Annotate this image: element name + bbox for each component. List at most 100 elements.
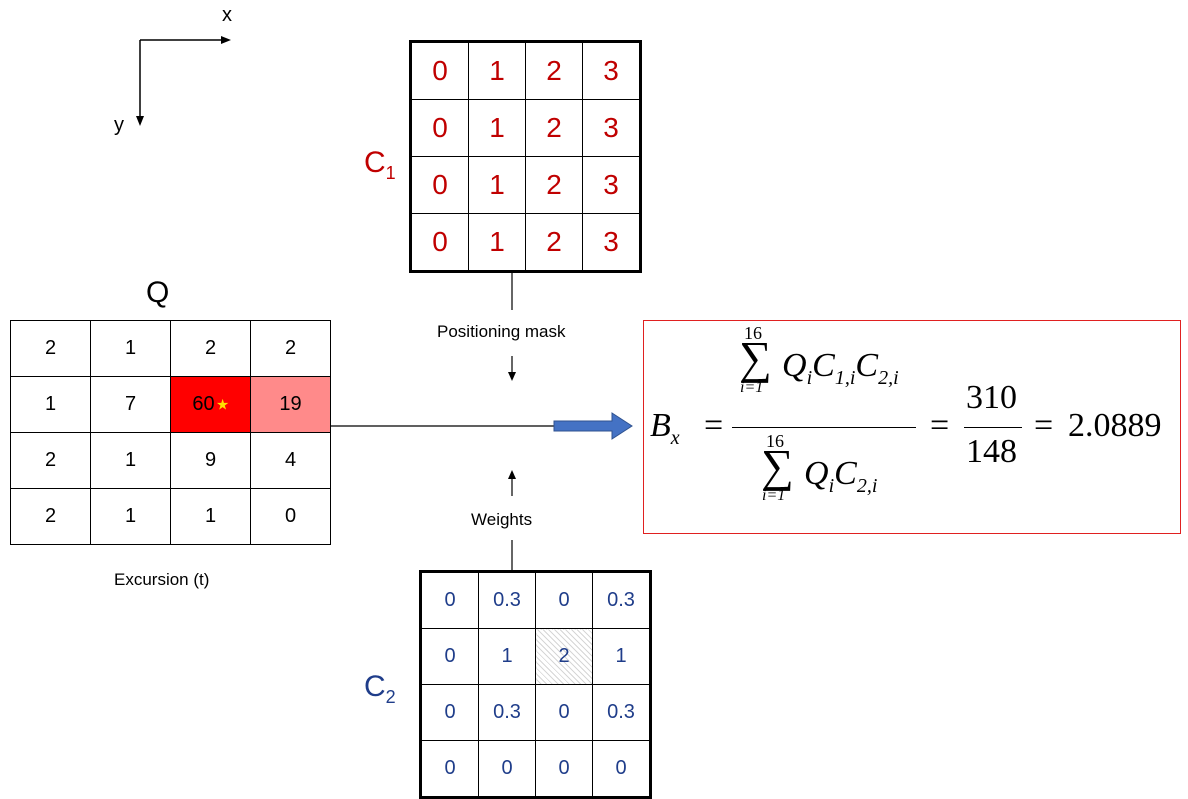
c1-row: 0 1 2 3: [410, 156, 641, 214]
den-sum-upper: 16: [766, 431, 784, 451]
c2-cell: 1: [478, 628, 536, 685]
q-caption: Excursion (t): [114, 570, 210, 589]
c2-cell: 0.3: [592, 684, 651, 741]
y-axis-arrowhead: [136, 116, 144, 126]
y-axis-label: y: [114, 114, 124, 136]
q-cell: 1: [90, 432, 171, 489]
c2-cell: 0: [535, 684, 593, 741]
c2-cell: 0: [420, 571, 479, 629]
c2-row: 0 0.3 0 0.3: [420, 571, 651, 629]
c2-cell: 0.3: [478, 684, 536, 741]
num-c2-sub: 2,i: [878, 366, 899, 389]
den-terms: QiC2,i: [804, 455, 877, 498]
q-cell: 2: [10, 488, 91, 545]
q-row: 2 1 1 0: [10, 488, 331, 545]
formula-eq-1: =: [704, 407, 724, 444]
numeric-fraction-bar: [964, 427, 1022, 428]
c1-label-main: C: [364, 146, 386, 179]
q-row: 2 1 9 4: [10, 432, 331, 489]
c2-cell: 1: [592, 628, 651, 685]
c1-matrix: 0 1 2 3 0 1 2 3 0 1 2 3 0 1 2 3: [409, 40, 642, 273]
weights-arrowhead: [508, 470, 516, 479]
main-fraction-bar: [732, 427, 916, 428]
x-axis-label: x: [222, 4, 232, 26]
q-cell-max-value: 60: [192, 393, 215, 415]
den-c2: C: [834, 455, 857, 492]
c1-cell: 1: [468, 213, 526, 272]
c1-cell: 0: [410, 41, 469, 100]
c2-cell: 0: [420, 740, 479, 798]
num-c1-sub: 1,i: [834, 366, 856, 389]
c1-cell: 1: [468, 156, 526, 214]
c1-cell: 2: [525, 156, 583, 214]
c2-row: 0 0 0 0: [420, 740, 651, 798]
q-cell: 7: [90, 376, 171, 433]
c1-cell: 0: [410, 99, 469, 157]
c2-cell: 0: [535, 740, 593, 798]
q-matrix: 2 1 2 2 1 7 60 19 2 1 9 4 2 1 1 0: [10, 320, 331, 545]
axis-indicator: [136, 36, 231, 126]
den-q-sub: i: [828, 474, 835, 497]
num-sum-lower: i=1: [740, 379, 764, 396]
den-sigma: ∑: [761, 440, 794, 491]
q-cell: 1: [10, 376, 91, 433]
num-c2: C: [855, 347, 879, 384]
numeric-denominator: 148: [966, 433, 1017, 470]
c1-cell: 2: [525, 213, 583, 272]
q-cell: 0: [250, 488, 331, 545]
positioning-mask-label: Positioning mask: [437, 322, 566, 341]
formula-lhs-var: B: [650, 407, 671, 444]
c1-cell: 3: [582, 213, 641, 272]
numeric-numerator: 310: [966, 379, 1017, 416]
q-cell-neighbor: 19: [250, 376, 331, 433]
c2-label-sub: 2: [385, 687, 396, 707]
c2-cell: 0: [420, 684, 479, 741]
c2-cell: 0.3: [478, 571, 536, 629]
c1-cell: 0: [410, 213, 469, 272]
c2-cell: 0: [535, 571, 593, 629]
num-terms: QiC1,iC2,i: [782, 347, 899, 390]
q-cell: 2: [10, 320, 91, 377]
formula-box: Bx = 16 ∑ i=1 QiC1,iC2,i 16 ∑ i=1 QiC2,i…: [643, 320, 1181, 534]
c2-cell: 0: [478, 740, 536, 798]
mask-arrowhead: [508, 372, 516, 381]
c2-matrix: 0 0.3 0 0.3 0 1 2 1 0 0.3 0 0.3 0 0 0 0: [419, 570, 652, 799]
c1-cell: 3: [582, 99, 641, 157]
q-title: Q: [146, 276, 170, 309]
q-cell: 2: [250, 320, 331, 377]
weights-label: Weights: [471, 510, 533, 529]
c1-row: 0 1 2 3: [410, 41, 641, 100]
q-cell: 1: [90, 320, 171, 377]
q-row: 1 7 60 19: [10, 376, 331, 433]
q-cell: 1: [90, 488, 171, 545]
formula-result: 2.0889: [1068, 407, 1162, 444]
c2-cell-center: 2: [535, 628, 593, 685]
c1-cell: 0: [410, 156, 469, 214]
c1-cell: 2: [525, 41, 583, 100]
x-axis-arrowhead: [221, 36, 231, 44]
den-c2-sub: 2,i: [856, 474, 878, 497]
c1-cell: 3: [582, 41, 641, 100]
block-arrow: [553, 412, 633, 440]
q-cell: 1: [170, 488, 251, 545]
c2-row: 0 0.3 0 0.3: [420, 684, 651, 741]
formula-eq-3: =: [1034, 407, 1054, 444]
c2-cell: 0.3: [592, 571, 651, 629]
c2-cell: 0: [592, 740, 651, 798]
c1-cell: 3: [582, 156, 641, 214]
den-q: Q: [804, 455, 829, 492]
num-sum-upper: 16: [744, 323, 762, 343]
c2-row: 0 1 2 1: [420, 628, 651, 685]
c1-row: 0 1 2 3: [410, 213, 641, 272]
num-q: Q: [782, 347, 807, 384]
c2-label: C2: [364, 670, 396, 708]
num-q-sub: i: [806, 366, 813, 389]
formula-lhs: Bx: [650, 407, 680, 450]
c2-label-main: C: [364, 670, 386, 703]
num-c1: C: [812, 347, 835, 384]
q-row: 2 1 2 2: [10, 320, 331, 377]
formula-lhs-sub: x: [670, 426, 680, 449]
num-sigma: ∑: [739, 332, 772, 383]
burst-icon: [216, 398, 229, 410]
